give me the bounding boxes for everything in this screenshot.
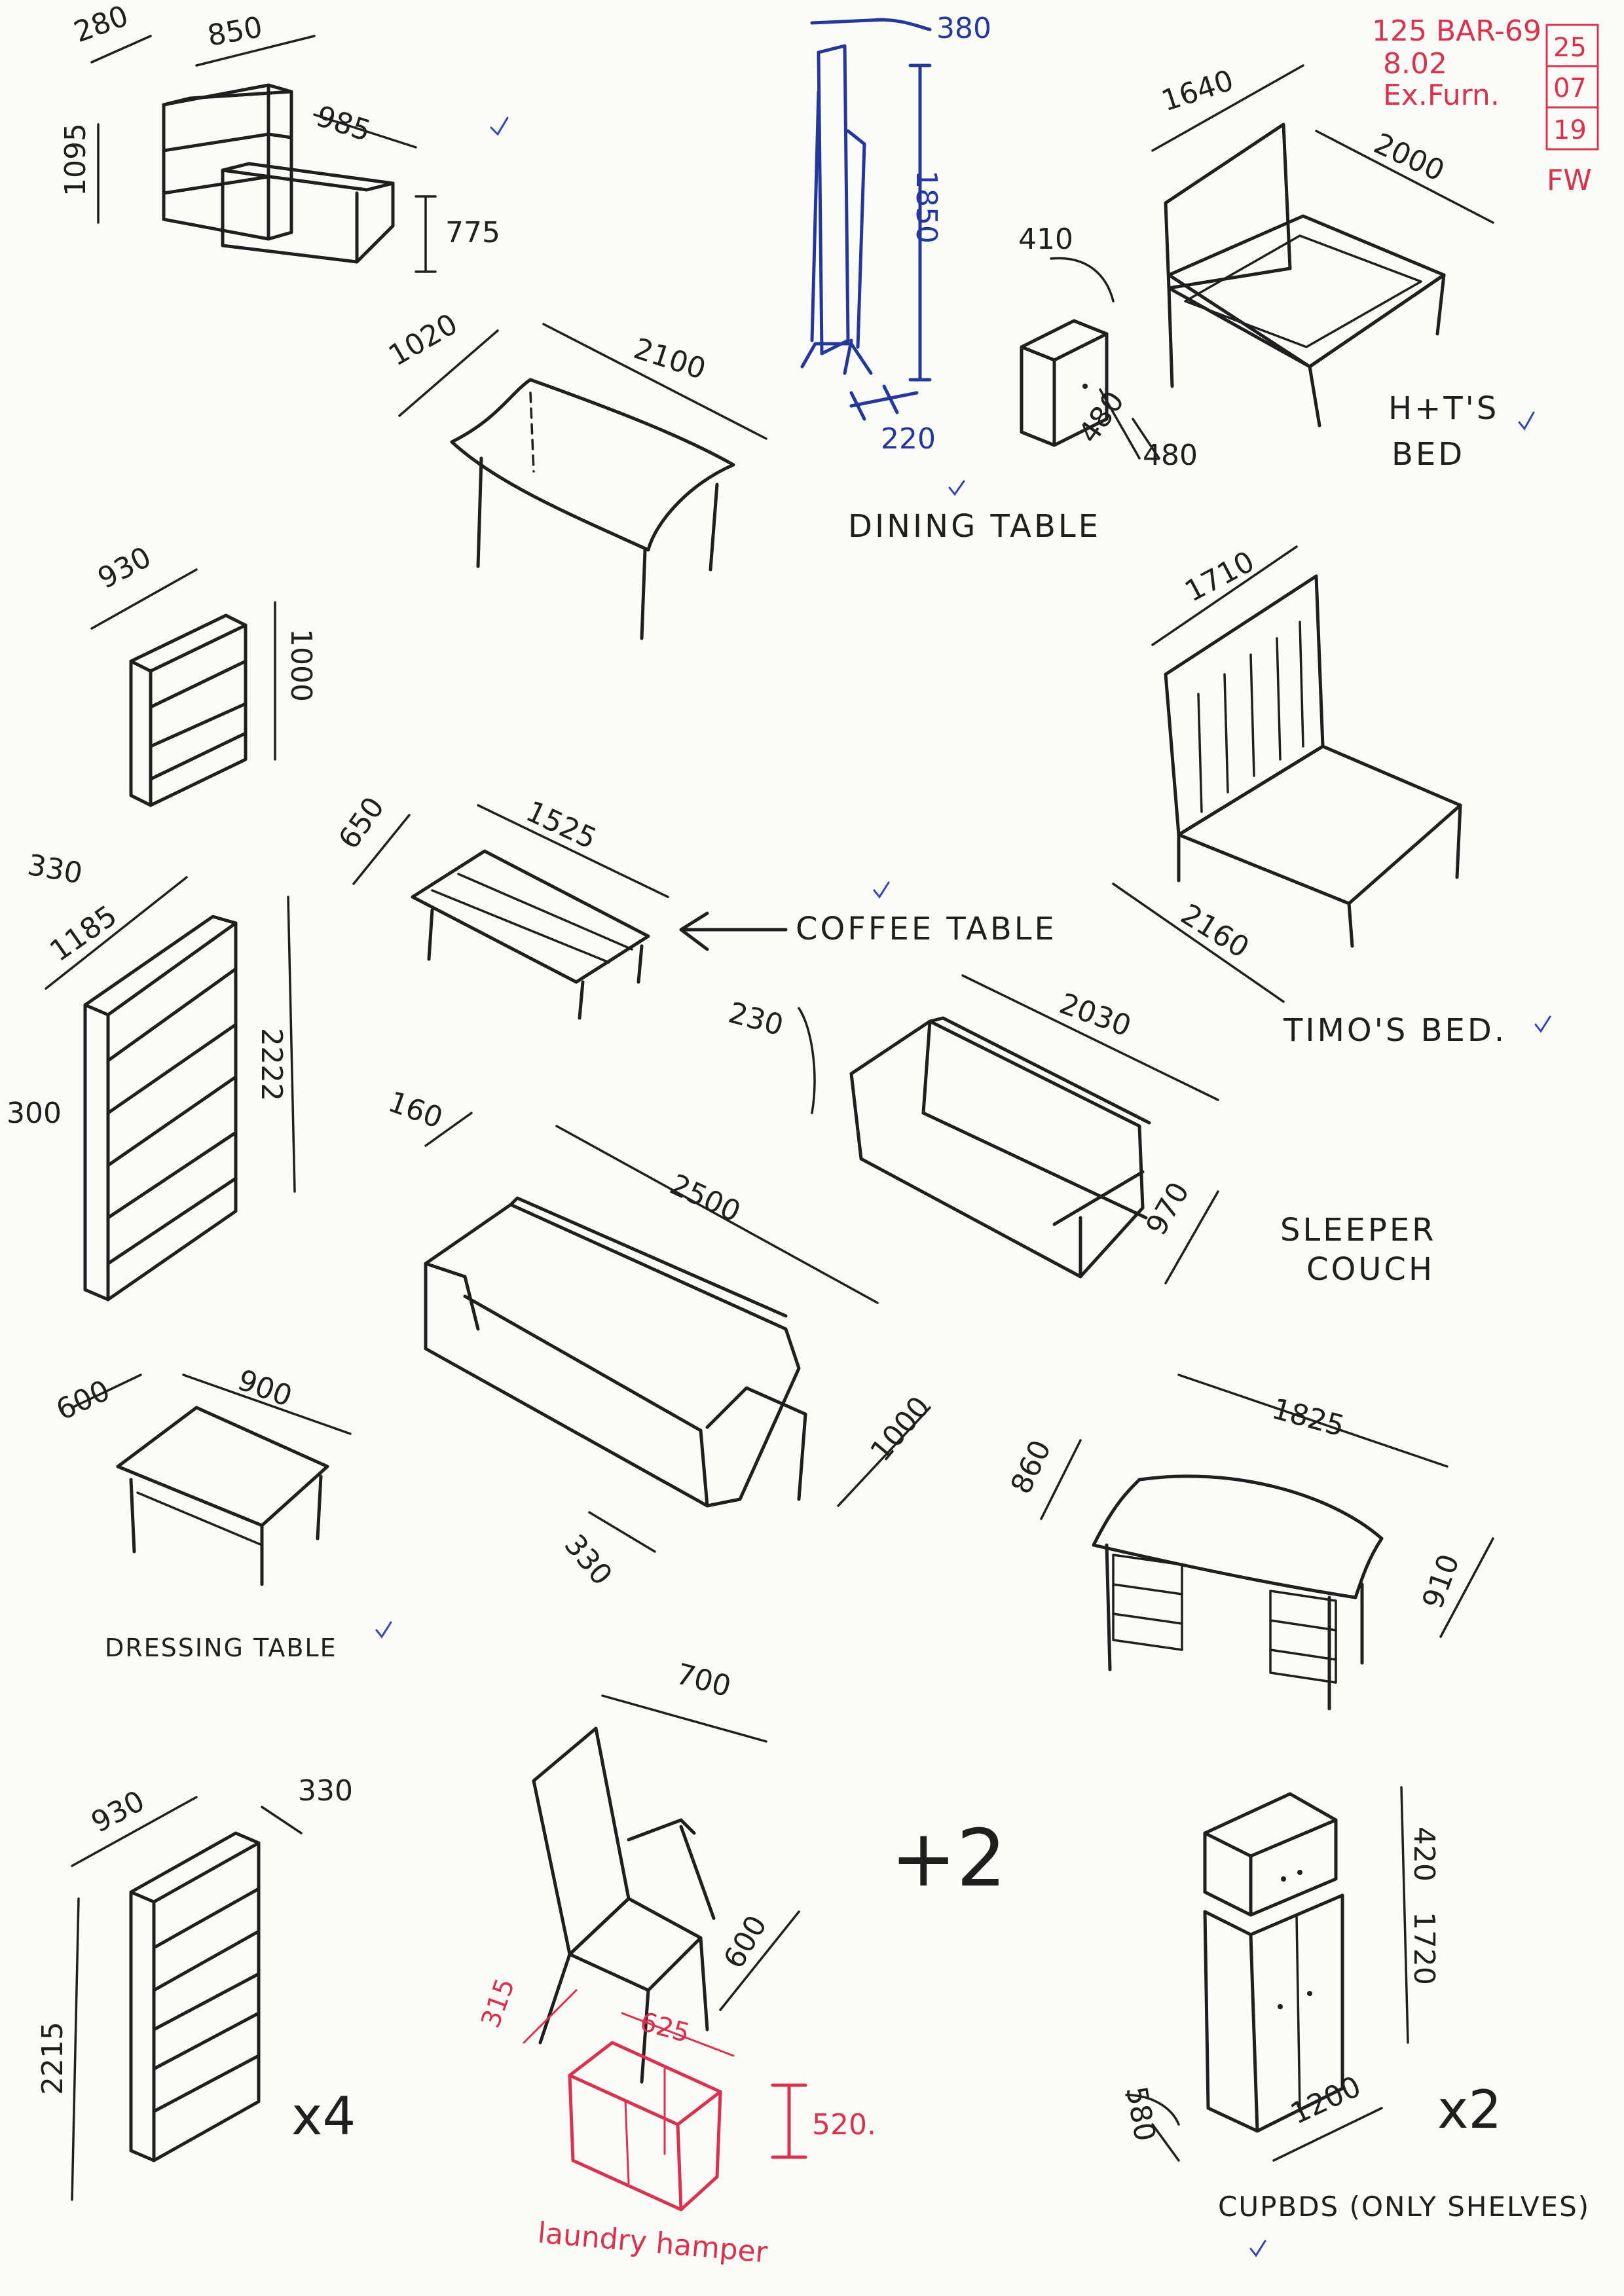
small-bookcase-sketch: 930 1000 330 [25,540,318,890]
shelf-unit-sketch: 280 850 1095 985 775 [59,0,509,273]
dim-sofa-depth: 1000 [864,1391,936,1468]
dim-desk-height: 860 [1005,1435,1058,1499]
date-box [1545,24,1599,151]
header-block: 125 BAR-69 8.02 Ex.Furn. 25 07 19 FW [1372,14,1599,197]
dim-couch-depth: 970 [1139,1176,1196,1241]
dim-shelf-ext-height: 775 [445,216,500,249]
label-sleeper-couch-1: SLEEPER [1280,1212,1437,1248]
dim-shelf-height: 1095 [59,123,92,196]
label-ht-bed-2: BED [1392,436,1465,473]
dim-sofa-seat: 330 [558,1528,619,1592]
dim-coat-height: 1850 [910,170,943,244]
label-dining-table: DINING TABLE [848,508,1101,545]
bookcase-x4-sketch: 930 330 2215 x4 [36,1774,356,2201]
header-initials: FW [1547,164,1592,197]
dim-couch-width: 2030 [1055,987,1135,1043]
dim-shelf-width: 850 [205,10,265,53]
dim-dressing-depth: 600 [51,1374,115,1427]
dim-small-bookcase-width: 930 [92,540,157,595]
header-project: 125 BAR-69 [1372,14,1541,48]
dim-bedside-width: 480 [1072,385,1131,449]
coat-stand-sketch: 380 1850 220 [800,12,991,496]
coffee-table-sketch: 650 1525 COFFEE TABLE [332,791,1057,1020]
dim-bookcase-x4-height: 2215 [36,2022,69,2095]
date-day: 25 [1553,33,1587,63]
label-dressing-table: DRESSING TABLE [105,1633,337,1662]
date-month: 07 [1553,73,1587,103]
dim-shelf-depth: 280 [69,0,132,49]
cupboard-count: x2 [1437,2079,1502,2140]
dim-cupboard-height: 1720 [1407,1912,1441,1985]
dressing-table-sketch: 600 900 DRESSING TABLE [51,1363,392,1662]
bookcase-x4-count: x4 [291,2086,356,2147]
dim-cupboard-depth: 580 [1119,2084,1162,2144]
dim-chair-depth: 600 [717,1910,773,1974]
dim-bedside-height: 410 [1018,223,1073,256]
dim-coffee-depth: 650 [332,791,391,855]
dim-shelf-ext-width: 985 [312,100,375,148]
dim-bookcase-x4-width: 930 [86,1784,150,1839]
date-year: 19 [1553,115,1587,145]
dim-small-bookcase-height: 1000 [284,629,318,702]
dim-bedside-depth: 480 [1143,439,1198,472]
dim-dining-depth: 1020 [383,307,463,373]
sofa-sketch: 160 2500 1000 330 [384,1085,936,1592]
dim-coffee-width: 1525 [521,795,601,856]
dim-sofa-arm: 160 [384,1085,447,1135]
ht-bed-sketch: 1640 2000 H+T'S BED [1151,64,1535,473]
label-coffee-table: COFFEE TABLE [796,911,1057,947]
label-timo-bed: TIMO'S BED. [1283,1012,1507,1049]
header-ref: 8.02 [1383,47,1447,81]
dim-coat-top: 380 [936,12,991,45]
label-ht-bed-1: H+T'S [1388,390,1499,427]
label-laundry-hamper: laundry hamper [536,2216,769,2270]
dim-dressing-width: 900 [233,1363,296,1413]
dim-small-bookcase-depth: 330 [25,848,85,891]
dim-desk-width: 1825 [1268,1392,1348,1443]
label-sleeper-couch-2: COUCH [1306,1251,1435,1288]
dim-dining-width: 2100 [630,332,710,386]
laundry-hamper-sketch: 315 625 520. laundry hamper [475,1975,876,2270]
dim-couch-arm: 230 [725,996,786,1042]
label-cupboard: CUPBDS (ONLY SHELVES) [1218,2191,1590,2223]
chair-count: +2 [891,1813,1006,1904]
dim-coat-base: 220 [881,422,936,456]
timo-bed-sketch: 1710 2160 TIMO'S BED. [1112,545,1551,1049]
dim-tall-bookcase-depth: 300 [7,1097,62,1130]
dim-chair-width: 700 [673,1657,734,1704]
tall-bookcase-sketch: 1185 300 2222 [7,876,296,1302]
dim-sofa-width: 2500 [665,1168,745,1230]
header-subject: Ex.Furn. [1383,79,1500,112]
cupboard-sketch: 420 1720 580 1200 x2 CUPBDS (ONLY SHELVE… [1119,1786,1590,2257]
dim-hamper-depth: 315 [475,1975,521,2032]
dim-bookcase-x4-depth: 330 [298,1774,353,1808]
dim-cupboard-top: 420 [1407,1827,1441,1882]
dining-table-sketch: 1020 2100 DINING TABLE [383,307,1101,640]
dim-hamper-height: 520. [812,2108,876,2141]
chair-sketch: 700 600 +2 [532,1657,1006,2084]
desk-sketch: 1825 860 910 [1005,1374,1494,1711]
dim-tall-bookcase-height: 2222 [255,1028,288,1101]
